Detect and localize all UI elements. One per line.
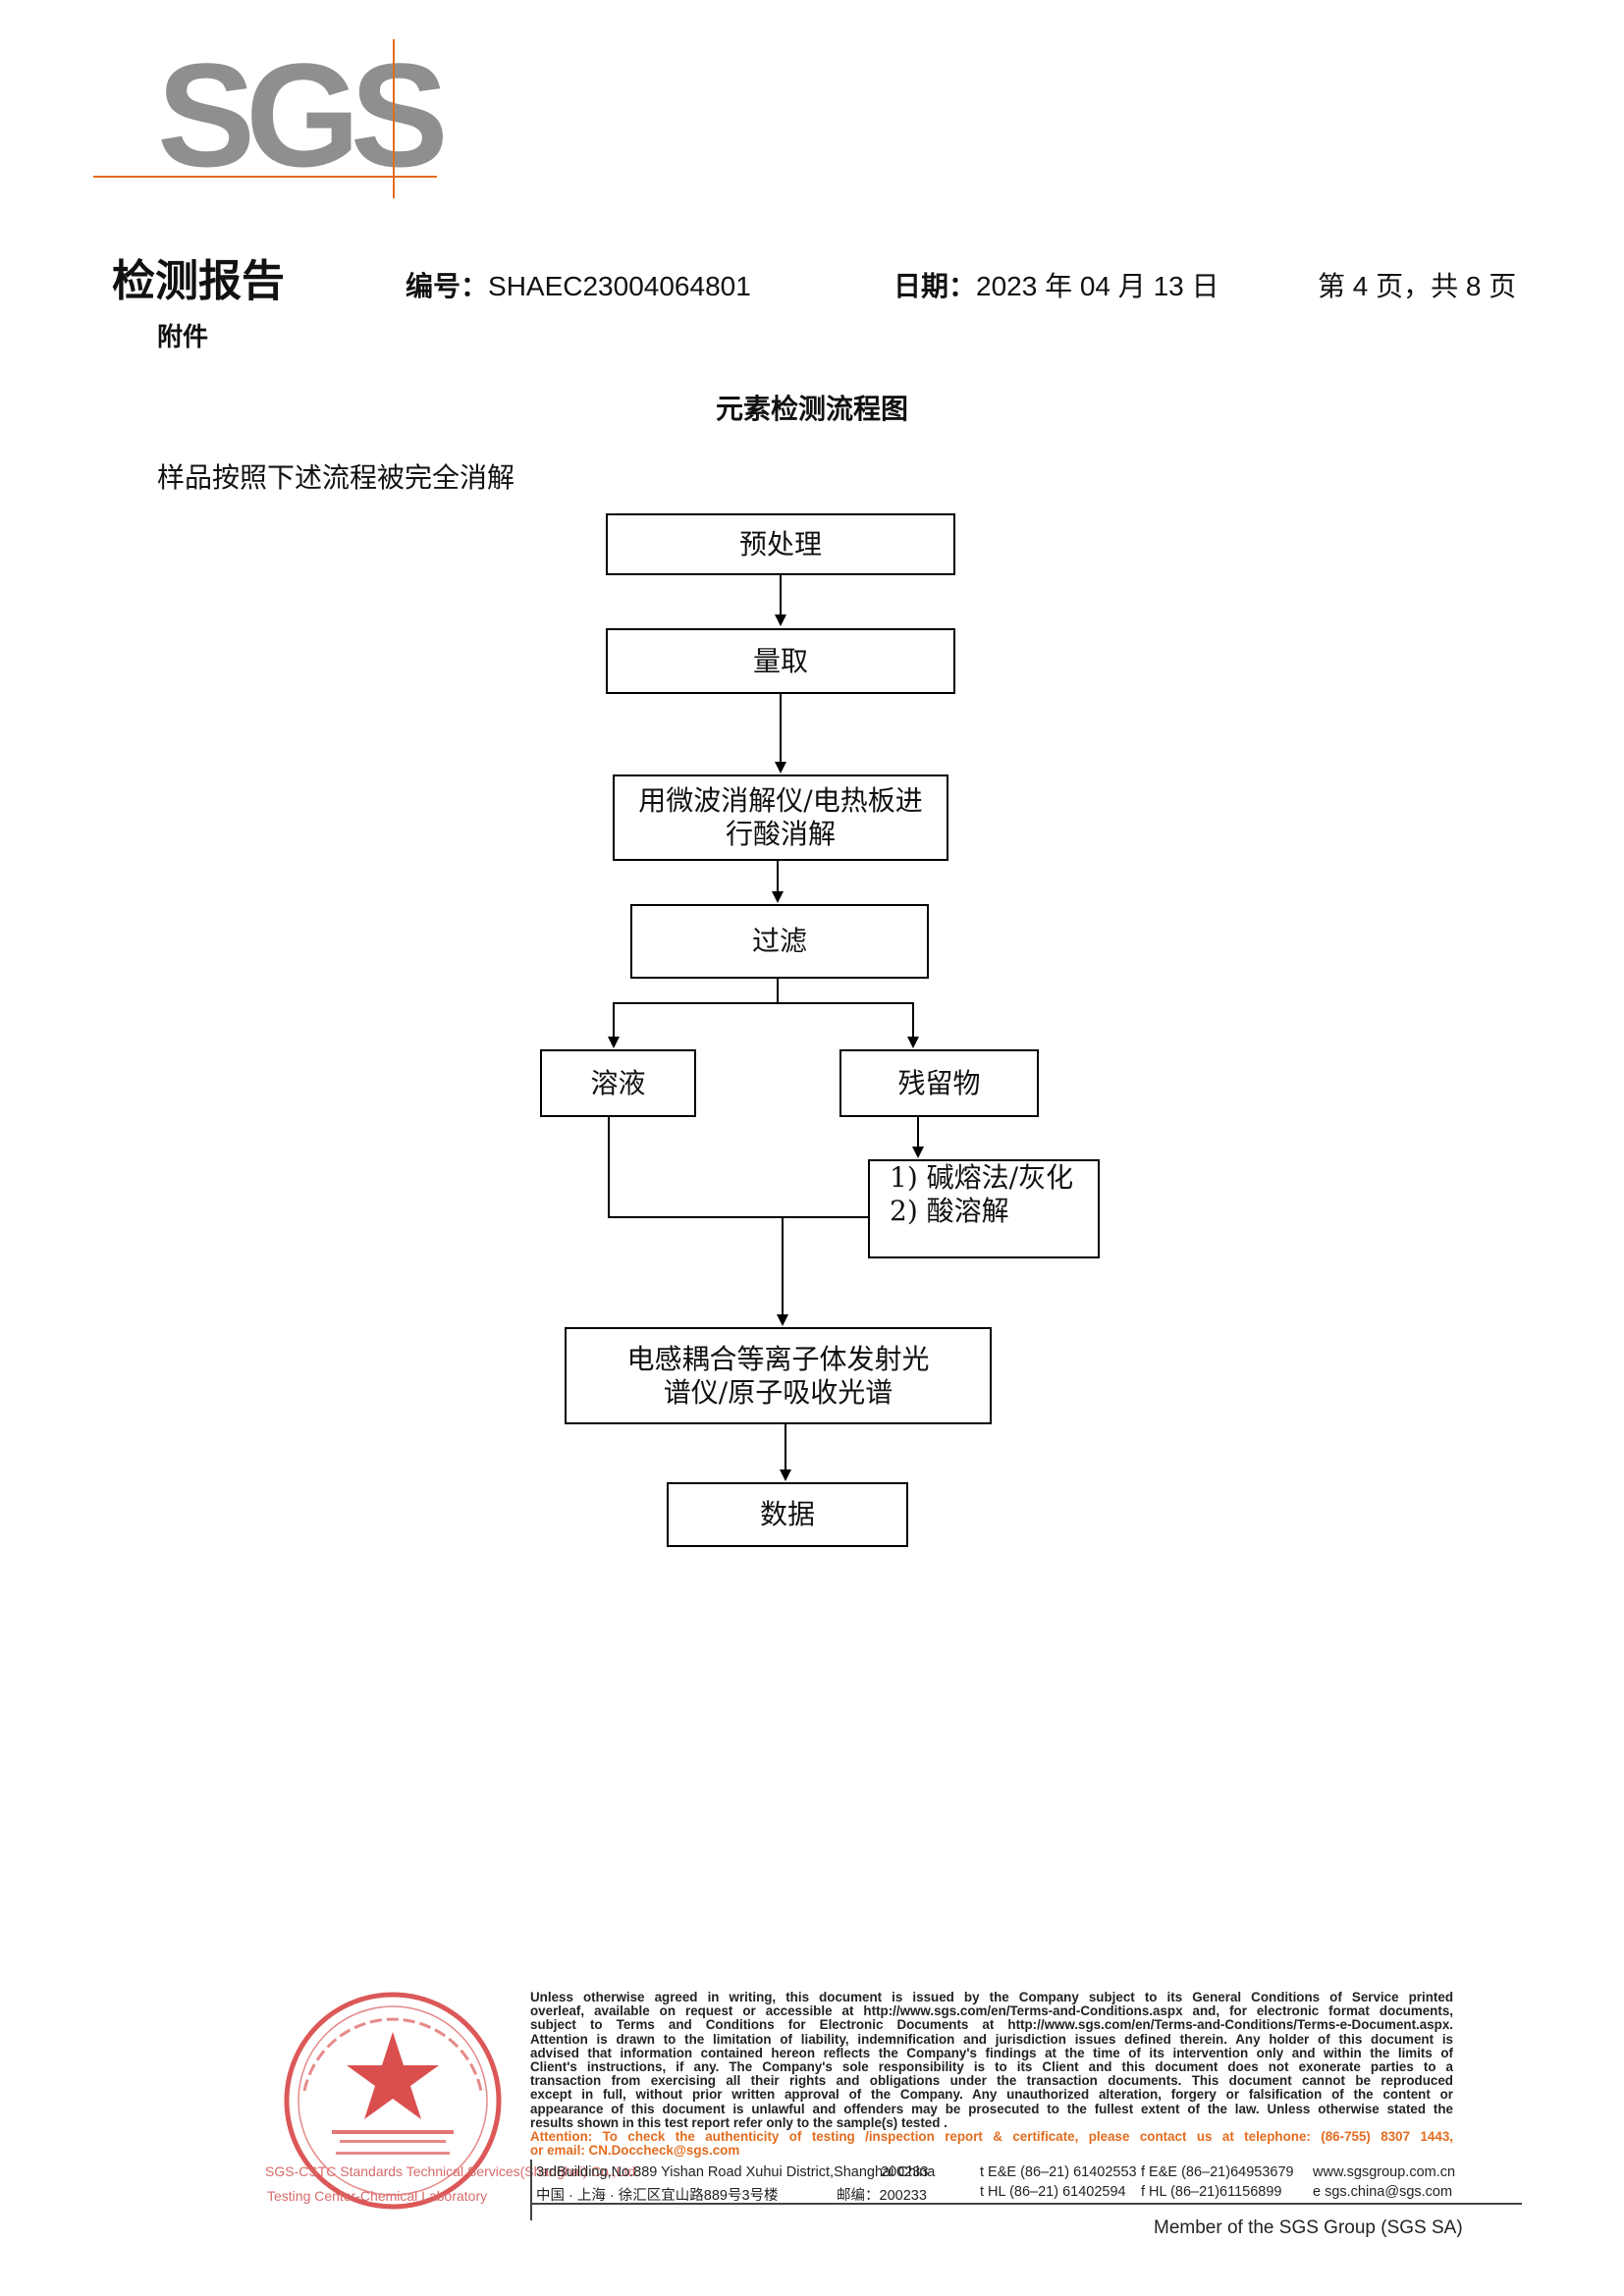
- step-measure: 量取: [606, 628, 955, 694]
- tel-ee: t E&E (86–21) 61402553: [980, 2164, 1137, 2180]
- legal-line: subject to Terms and Conditions for Elec…: [530, 2017, 1453, 2033]
- footer-divider: [530, 2203, 1522, 2205]
- legal-line: Attention is drawn to the limitation of …: [530, 2031, 1453, 2047]
- fax-ee: f E&E (86–21)64953679: [1141, 2164, 1294, 2180]
- legal-line: Client's instructions, if any. The Compa…: [530, 2059, 1453, 2075]
- logo-vertical-line: [393, 39, 395, 198]
- step-residue-treatment-line1: 1) 碱熔法/灰化: [890, 1161, 1074, 1194]
- step-residue-label: 残留物: [897, 1066, 981, 1099]
- step-residue-treatment-line2: 2) 酸溶解: [890, 1195, 1009, 1227]
- report-date-value: 2023 年 04 月 13 日: [976, 271, 1219, 301]
- report-date: 日期：2023 年 04 月 13 日: [893, 265, 1219, 304]
- authenticity-notice: Attention: To check the authenticity of …: [530, 2129, 1453, 2145]
- annex-label: 附件: [157, 323, 209, 352]
- flowchart-connectors: [608, 574, 924, 1481]
- step-icp-line2: 谱仪/原子吸收光谱: [663, 1375, 893, 1409]
- step-filter-label: 过滤: [751, 925, 807, 957]
- report-number-value: SHAEC23004064801: [488, 271, 751, 301]
- address-chinese: 中国 · 上海 · 徐汇区宜山路889号3号楼: [536, 2188, 779, 2204]
- address-english: 3rdBuilding,No.889 Yishan Road Xuhui Dis…: [536, 2164, 936, 2180]
- stamp-side-line1: Standards Technical Services(Shanghai) C…: [340, 2163, 640, 2179]
- report-title: 检测报告: [112, 256, 285, 306]
- authenticity-email[interactable]: or email: CN.Doccheck@sgs.com: [530, 2143, 740, 2159]
- company-stamp: [284, 1992, 502, 2210]
- step-pretreatment-label: 预处理: [738, 527, 822, 561]
- stamp-company-line2: Testing Center-Chemical Laboratory: [267, 2188, 487, 2204]
- postcode-chinese-label: 邮编：: [837, 2188, 880, 2204]
- email-address[interactable]: e sgs.china@sgs.com: [1313, 2184, 1453, 2200]
- legal-line: appearance of this document is unlawful …: [530, 2101, 1453, 2116]
- fax-hl: f HL (86–21)61156899: [1141, 2184, 1282, 2200]
- step-digest-line1: 用微波消解仪/电热板进: [638, 784, 923, 817]
- legal-line: Unless otherwise agreed in writing, this…: [530, 1990, 1453, 2004]
- stamp-left-line1: SGS-CSTC: [265, 2163, 337, 2179]
- step-digest: 用微波消解仪/电热板进 行酸消解: [613, 774, 948, 861]
- step-measure-label: 量取: [752, 644, 808, 677]
- member-statement: Member of the SGS Group (SGS SA): [1154, 2217, 1463, 2238]
- step-icp-line1: 电感耦合等离子体发射光: [626, 1342, 930, 1375]
- stamp-star-icon: [347, 2032, 439, 2119]
- connector-solution-merge: [608, 1116, 869, 1218]
- report-number-label: 编号：: [406, 270, 489, 302]
- connector-filter-to-residue: [778, 1002, 914, 1046]
- step-solution: 溶液: [540, 1049, 696, 1117]
- legal-line: advised that information contained hereo…: [530, 2045, 1453, 2060]
- postcode-chinese-value: 200233: [879, 2188, 927, 2204]
- postcode-english: 200233: [881, 2164, 929, 2180]
- flowchart-title: 元素检测流程图: [715, 393, 908, 425]
- step-digest-line2: 行酸消解: [725, 818, 836, 850]
- tel-hl: t HL (86–21) 61402594: [980, 2184, 1126, 2200]
- legal-line: except in full, without prior written ap…: [530, 2087, 1453, 2103]
- stamp-left-line2: Testing Center-Chemical: [267, 2188, 418, 2204]
- legal-line: overleaf, available on request or access…: [530, 2003, 1453, 2019]
- footer-divider-vertical: [530, 2160, 532, 2220]
- report-date-label: 日期：: [893, 270, 977, 302]
- legal-line: results shown in this test report refer …: [530, 2114, 947, 2130]
- sgs-logo: SGS: [157, 32, 449, 197]
- step-icp-analysis: 电感耦合等离子体发射光 谱仪/原子吸收光谱: [565, 1327, 992, 1424]
- step-pretreatment: 预处理: [606, 513, 955, 575]
- flowchart-intro: 样品按照下述流程被完全消解: [157, 461, 515, 494]
- page-counter: 第 4 页，共 8 页: [1318, 271, 1517, 301]
- step-residue-treatment: 1) 碱熔法/灰化 2) 酸溶解: [868, 1159, 1100, 1258]
- legal-disclaimer: Unless otherwise agreed in writing, this…: [530, 1990, 1453, 2159]
- connector-filter-split: [608, 978, 779, 1048]
- report-number: 编号：SHAEC23004064801: [406, 265, 751, 304]
- step-data: 数据: [667, 1482, 908, 1547]
- stamp-company-line1: SGS-CSTC Standards Technical Services(Sh…: [265, 2163, 639, 2179]
- legal-line: transaction from exercising all their ri…: [530, 2073, 1453, 2089]
- step-filter: 过滤: [630, 904, 929, 979]
- step-solution-label: 溶液: [590, 1066, 646, 1099]
- step-residue: 残留物: [839, 1049, 1039, 1117]
- website[interactable]: www.sgsgroup.com.cn: [1313, 2164, 1456, 2180]
- step-data-label: 数据: [759, 1498, 815, 1530]
- logo-horizontal-line: [93, 176, 437, 178]
- stamp-side-line2: Laboratory: [421, 2188, 488, 2204]
- postcode-chinese: 邮编：200233: [837, 2184, 927, 2205]
